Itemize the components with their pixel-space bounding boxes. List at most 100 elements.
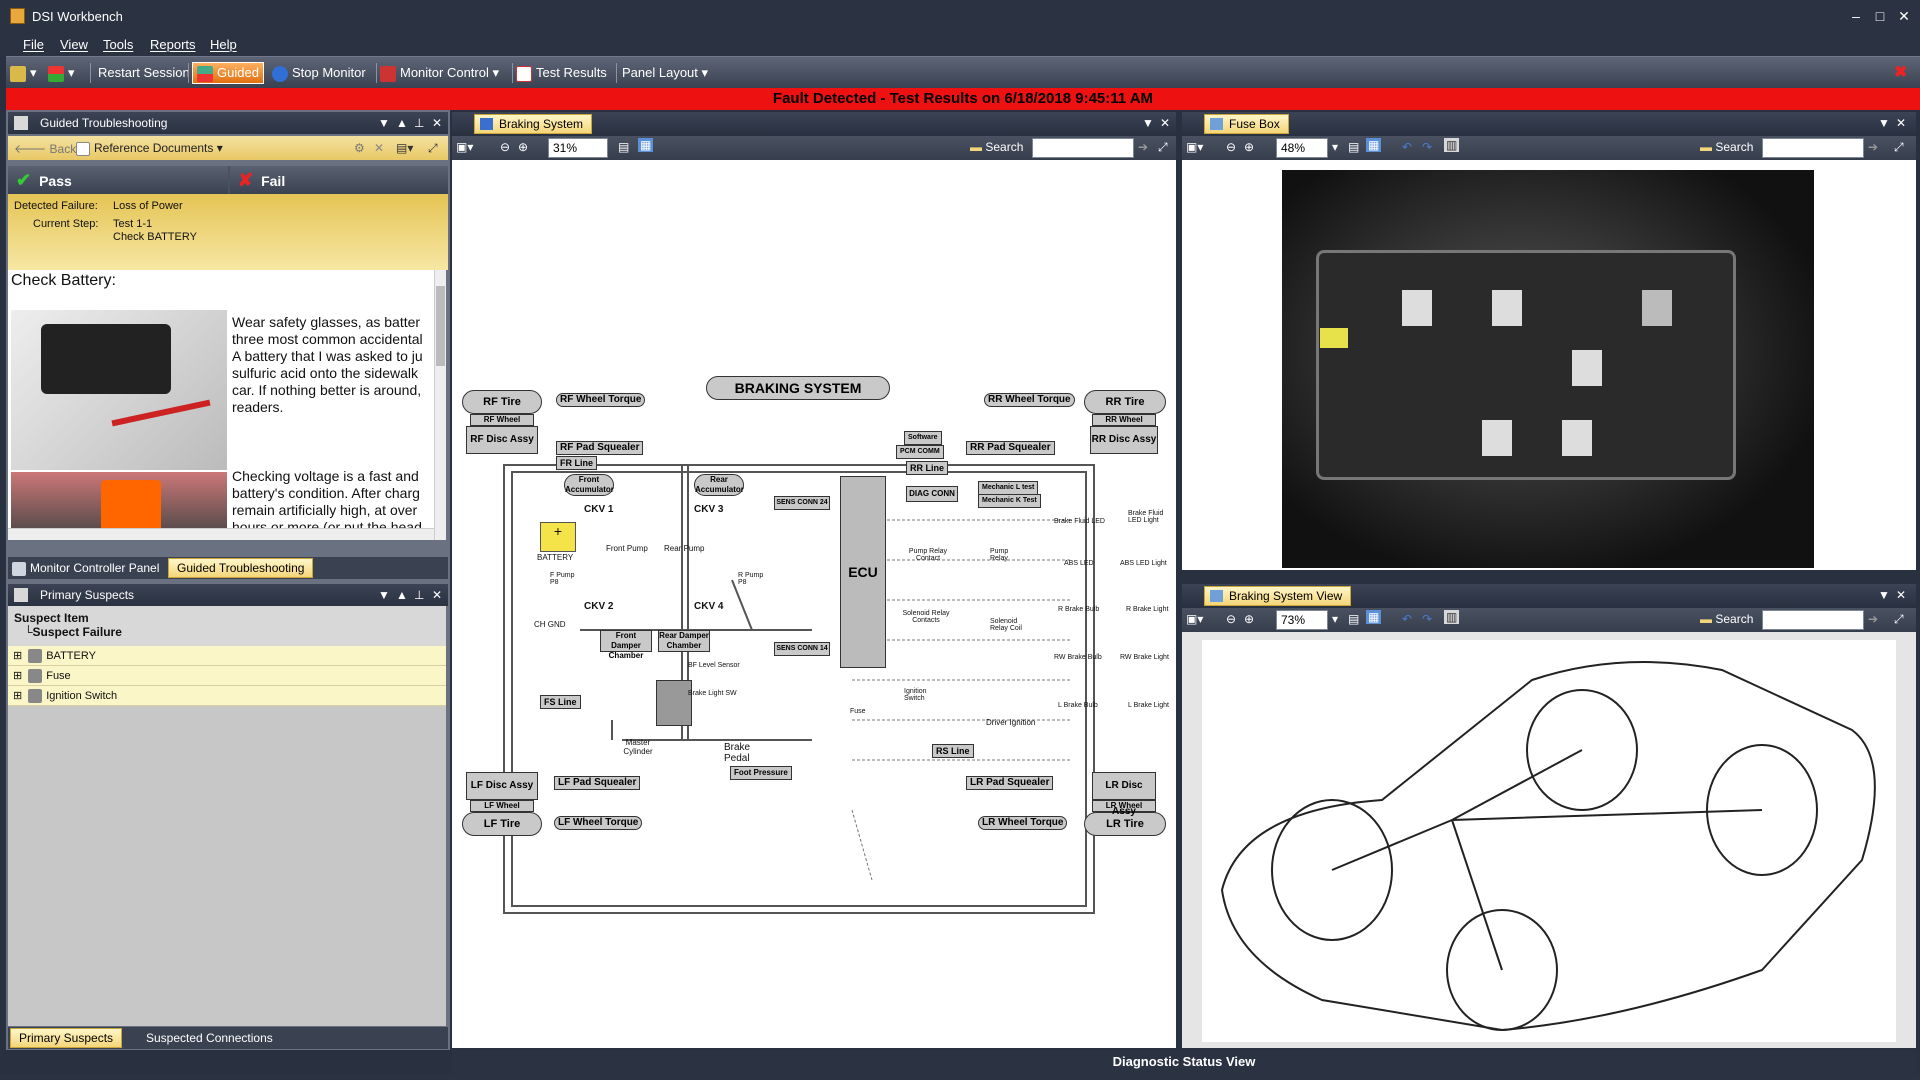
horizontal-scrollbar[interactable] xyxy=(8,528,434,540)
panel-close-icon[interactable]: ✕ xyxy=(432,588,443,602)
image-settings-icon[interactable]: ▥ xyxy=(1444,138,1460,152)
menu-file[interactable]: File xyxy=(23,37,44,52)
lr-wheel-torque[interactable]: LR Wheel Torque xyxy=(978,816,1068,830)
menu-tools[interactable]: Tools xyxy=(103,37,134,52)
expand-icon[interactable]: ⊞ xyxy=(13,670,23,682)
lf-pad-squealer[interactable]: LF Pad Squealer xyxy=(554,776,641,790)
panel-menu-icon[interactable]: ▼ xyxy=(1878,588,1890,602)
lr-disc[interactable]: LR Disc Assy xyxy=(1092,772,1156,817)
rr-tire[interactable]: RR Tire xyxy=(1084,390,1166,414)
tab-braking-system[interactable]: Braking System xyxy=(474,114,593,134)
panel-layout-button[interactable]: Panel Layout ▾ xyxy=(622,65,709,80)
zoom-dropdown-icon[interactable]: ▾ xyxy=(1332,140,1339,154)
tab-braking-system-view[interactable]: Braking System View xyxy=(1204,586,1352,606)
lf-wheel-torque[interactable]: LF Wheel Torque xyxy=(554,816,643,830)
rotate-right-icon[interactable]: ↷ xyxy=(1422,140,1433,154)
zoom-field[interactable]: 48% xyxy=(1276,138,1328,158)
rear-damper-chamber[interactable]: Rear Damper Chamber xyxy=(658,630,710,652)
sens-conn-14[interactable]: SENS CONN 14 xyxy=(774,642,830,656)
close-session-icon[interactable]: ✖ xyxy=(1894,64,1908,81)
suspect-row[interactable]: ⊞Fuse xyxy=(8,666,446,686)
expand-icon[interactable]: ⊞ xyxy=(13,650,23,662)
pass-button[interactable]: ✔Pass xyxy=(8,166,228,194)
lr-tire[interactable]: LR Tire xyxy=(1084,812,1166,836)
pcm-comm-tag[interactable]: PCM COMM xyxy=(896,445,944,459)
rf-tire[interactable]: RF Tire xyxy=(462,390,542,414)
panel-collapse-icon[interactable]: ▲ xyxy=(396,116,408,130)
master-cylinder-node[interactable] xyxy=(656,680,692,726)
diag-conn[interactable]: DIAG CONN xyxy=(906,486,958,502)
view-menu-icon[interactable]: ▣▾ xyxy=(456,140,474,154)
fusebox-photo[interactable] xyxy=(1282,170,1814,568)
rotate-left-icon[interactable]: ↶ xyxy=(1402,612,1413,626)
panel-menu-icon[interactable]: ▼ xyxy=(378,116,390,130)
fit-width-icon[interactable]: ▤ xyxy=(1348,140,1360,154)
stop-monitor-button[interactable]: Stop Monitor xyxy=(272,62,366,84)
suspect-row[interactable]: ⊞Ignition Switch xyxy=(8,686,446,706)
rs-line[interactable]: RS Line xyxy=(932,744,974,758)
restart-session-button[interactable]: Restart Session xyxy=(98,65,190,80)
layout-dropdown-button[interactable]: ▾ xyxy=(48,62,75,84)
view-menu-icon[interactable]: ▣▾ xyxy=(1186,140,1204,154)
panel-close-icon[interactable]: ✕ xyxy=(1896,116,1907,130)
settings-icon[interactable]: ⚙ xyxy=(354,141,365,155)
tab-guided-troubleshooting[interactable]: Guided Troubleshooting xyxy=(168,558,314,578)
rear-accumulator[interactable]: Rear Accumulator xyxy=(694,474,744,496)
panel-close-icon[interactable]: ✕ xyxy=(1160,116,1171,130)
fit-page-icon[interactable]: ▦ xyxy=(1366,610,1382,624)
maximize-button[interactable]: □ xyxy=(1875,8,1885,24)
lr-wheel[interactable]: LR Wheel xyxy=(1092,800,1156,812)
rf-wheel-torque[interactable]: RF Wheel Torque xyxy=(556,393,646,407)
menu-reports[interactable]: Reports xyxy=(150,37,196,52)
image-settings-icon[interactable]: ▥ xyxy=(1444,610,1460,624)
fit-page-icon[interactable]: ▦ xyxy=(1366,138,1382,152)
rr-disc[interactable]: RR Disc Assy xyxy=(1090,426,1158,454)
expand-icon[interactable]: ⤢ xyxy=(1894,612,1904,626)
lf-disc[interactable]: LF Disc Assy xyxy=(466,772,538,800)
front-damper-chamber[interactable]: Front Damper Chamber xyxy=(600,630,652,660)
panel-close-icon[interactable]: ✕ xyxy=(1896,588,1907,602)
guided-button[interactable]: Guided xyxy=(192,62,264,84)
fit-width-icon[interactable]: ▤ xyxy=(1348,612,1360,626)
zoom-in-icon[interactable]: ⊕ xyxy=(518,140,529,154)
panel-menu-icon[interactable]: ▼ xyxy=(1142,116,1154,130)
search-go-icon[interactable]: ➔ xyxy=(1138,140,1149,154)
software-tag[interactable]: Software xyxy=(904,431,942,445)
search-go-icon[interactable]: ➔ xyxy=(1868,140,1879,154)
lr-pad-squealer[interactable]: LR Pad Squealer xyxy=(966,776,1054,790)
rotate-left-icon[interactable]: ↶ xyxy=(1402,140,1413,154)
rf-wheel[interactable]: RF Wheel xyxy=(470,414,534,426)
print-icon[interactable]: ▤▾ xyxy=(396,141,414,155)
tab-monitor-controller[interactable]: Monitor Controller Panel xyxy=(12,557,159,579)
expand-icon[interactable]: ⤢ xyxy=(428,141,438,155)
menu-help[interactable]: Help xyxy=(210,37,237,52)
monitor-control-button[interactable]: Monitor Control ▾ xyxy=(380,62,499,84)
fail-button[interactable]: ✘Fail xyxy=(230,166,448,194)
panel-collapse-icon[interactable]: ▲ xyxy=(396,588,408,602)
zoom-field[interactable]: 31% xyxy=(548,138,608,158)
diagnostic-status-view[interactable]: Diagnostic Status View xyxy=(452,1050,1916,1074)
back-button[interactable]: 🡐 Back xyxy=(14,142,77,156)
panel-close-icon[interactable]: ✕ xyxy=(432,116,443,130)
search-input[interactable] xyxy=(1762,138,1864,158)
car-drawing[interactable] xyxy=(1202,640,1896,1042)
front-accumulator[interactable]: Front Accumulator xyxy=(564,474,614,496)
tab-fuse-box[interactable]: Fuse Box xyxy=(1204,114,1289,134)
menu-view[interactable]: View xyxy=(60,37,88,52)
tools-dropdown-button[interactable]: ▾ xyxy=(10,62,37,84)
panel-pin-icon[interactable]: ⊥ xyxy=(414,588,425,602)
rr-wheel[interactable]: RR Wheel xyxy=(1092,414,1156,426)
scroll-thumb[interactable] xyxy=(436,286,445,366)
zoom-dropdown-icon[interactable]: ▾ xyxy=(1332,612,1339,626)
zoom-out-icon[interactable]: ⊖ xyxy=(1226,140,1237,154)
zoom-out-icon[interactable]: ⊖ xyxy=(1226,612,1237,626)
panel-pin-icon[interactable]: ⊥ xyxy=(414,116,425,130)
tools-icon[interactable]: ✕ xyxy=(374,141,385,155)
fr-line[interactable]: FR Line xyxy=(556,456,597,470)
ecu-node[interactable]: ECU xyxy=(840,476,886,668)
zoom-field[interactable]: 73% xyxy=(1276,610,1328,630)
mechanic-l-tag[interactable]: Mechanic L test xyxy=(978,481,1039,495)
rotate-right-icon[interactable]: ↷ xyxy=(1422,612,1433,626)
expand-icon[interactable]: ⤢ xyxy=(1894,140,1904,154)
lf-tire[interactable]: LF Tire xyxy=(462,812,542,836)
